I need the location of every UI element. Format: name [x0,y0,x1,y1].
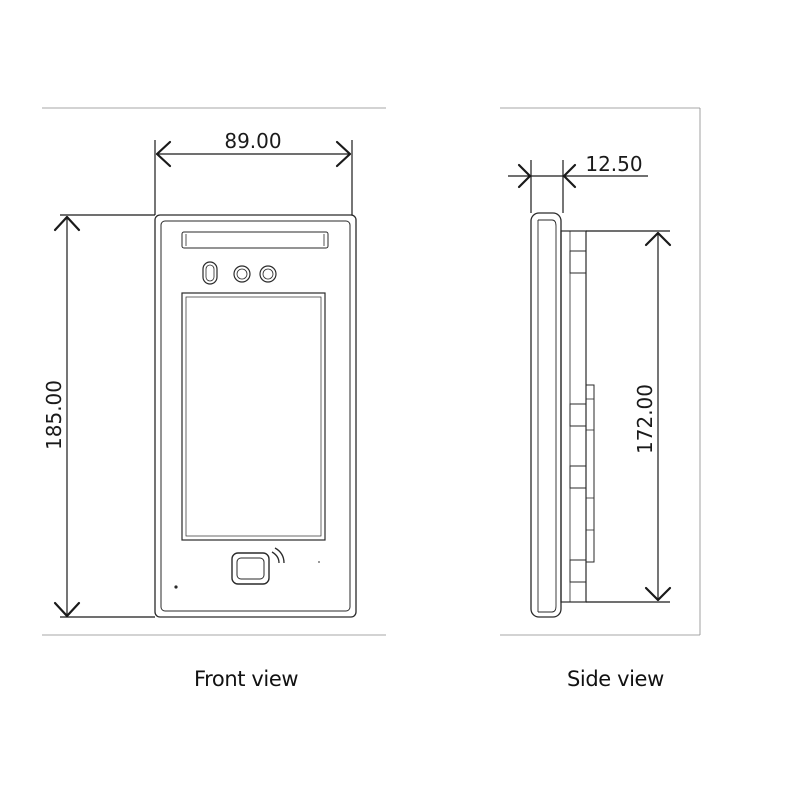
side-depth-dimension: 12.50 [508,152,648,213]
mount-tab-1 [569,250,587,274]
front-height-dimension: 185.00 [42,214,155,618]
side-rear-housing [560,230,587,603]
arrow-up [53,215,81,232]
camera-right-icon [259,265,277,283]
microphone-dot [174,585,178,589]
device-bezel-outline [160,220,351,612]
side-view-frame [500,107,701,636]
mount-tab-4 [569,559,587,583]
ir-sensor-icon [202,261,218,285]
side-front-cover [530,212,562,618]
arrow-side-up [644,231,672,247]
nfc-wave-icon [271,551,280,564]
arrow-side-down [644,586,672,602]
front-width-dimension: 89.00 [154,129,353,215]
arrow-right [335,140,352,168]
mount-tab-2 [569,403,587,427]
front-view-device [154,214,357,618]
side-view-caption: Side view [567,667,664,691]
arrow-left [155,140,172,168]
front-width-label: 89.00 [224,129,281,153]
display-screen [181,292,326,541]
device-body-outline [154,214,357,618]
camera-left-icon [233,265,251,283]
light-bar [181,231,329,249]
arrow-down [53,601,81,618]
arrow-depth-left [517,163,532,189]
side-view-device [530,212,595,618]
wall-bracket-profile [586,384,595,563]
side-height-dimension: 172.00 [586,230,672,603]
mount-tab-3 [569,465,587,489]
front-height-label: 185.00 [42,380,66,450]
front-view-frame [42,107,386,636]
indicator-dot [318,561,320,563]
arrow-depth-right [562,163,577,189]
card-reader-icon [231,552,270,585]
front-view-caption: Front view [194,667,299,691]
side-height-label: 172.00 [633,384,657,454]
side-depth-label: 12.50 [585,152,642,176]
